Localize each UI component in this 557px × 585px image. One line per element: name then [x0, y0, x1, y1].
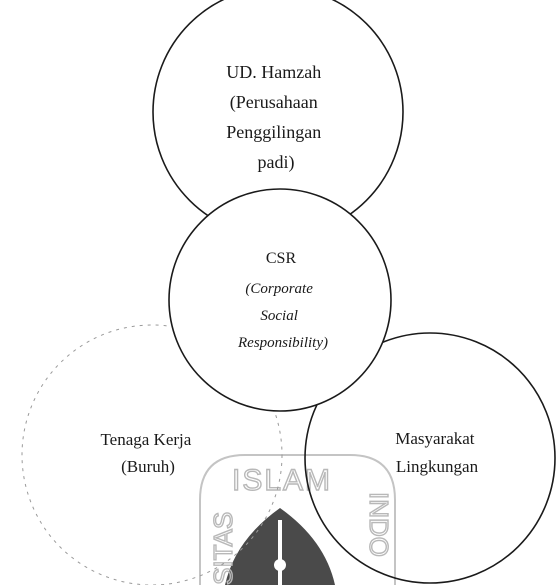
right-circle	[304, 332, 556, 584]
watermark-emblem-dot	[274, 559, 286, 571]
center-circle-line-1: CSR	[266, 250, 297, 267]
svg-text:Masyarakat Lingkungan: Masyarakat Lingkungan	[395, 429, 479, 476]
left-circle-node: Tenaga Kerja (Buruh)	[21, 324, 283, 585]
center-circle-node: CSR (Corporate Social Responsibility)	[168, 188, 392, 412]
left-circle-line-2: (Buruh)	[121, 457, 175, 476]
center-circle-line-3: Social	[260, 308, 298, 324]
center-circle-line-2: (Corporate	[245, 281, 313, 297]
center-circle	[168, 188, 392, 412]
watermark-right-text: INDO	[364, 492, 394, 557]
svg-text:Tenaga Kerja (Buruh): Tenaga Kerja (Buruh)	[100, 430, 195, 476]
center-circle-line-4: Responsibility)	[237, 335, 328, 351]
left-circle-line-1: Tenaga Kerja	[100, 430, 191, 449]
watermark-seal: ISLAM SITAS INDO	[199, 454, 396, 585]
right-circle-line-1: Masyarakat	[395, 429, 475, 448]
top-circle-line-2: (Perusahaan	[230, 92, 318, 113]
right-circle-line-2: Lingkungan	[396, 457, 479, 476]
watermark-ring	[199, 454, 396, 585]
svg-text:CSR: CSR	[266, 250, 297, 267]
top-circle-line-1: UD. Hamzah	[226, 62, 321, 82]
watermark-arc-text: ISLAM	[232, 464, 332, 497]
top-circle-line-4: padi)	[258, 152, 295, 173]
top-circle-node: UD. Hamzah (Perusahaan Penggilingan padi…	[152, 0, 404, 238]
top-circle-line-3: Penggilingan	[226, 122, 321, 142]
right-circle-node: Masyarakat Lingkungan	[304, 332, 556, 584]
svg-text:(Corporate Social: (Corporate Social Responsibility)	[237, 281, 328, 351]
watermark-left-text: SITAS	[208, 512, 238, 585]
svg-text:UD. Hamzah (Perusahaan: UD. Hamzah (Perusahaan Penggilingan padi…	[226, 62, 326, 173]
left-circle	[21, 324, 283, 585]
